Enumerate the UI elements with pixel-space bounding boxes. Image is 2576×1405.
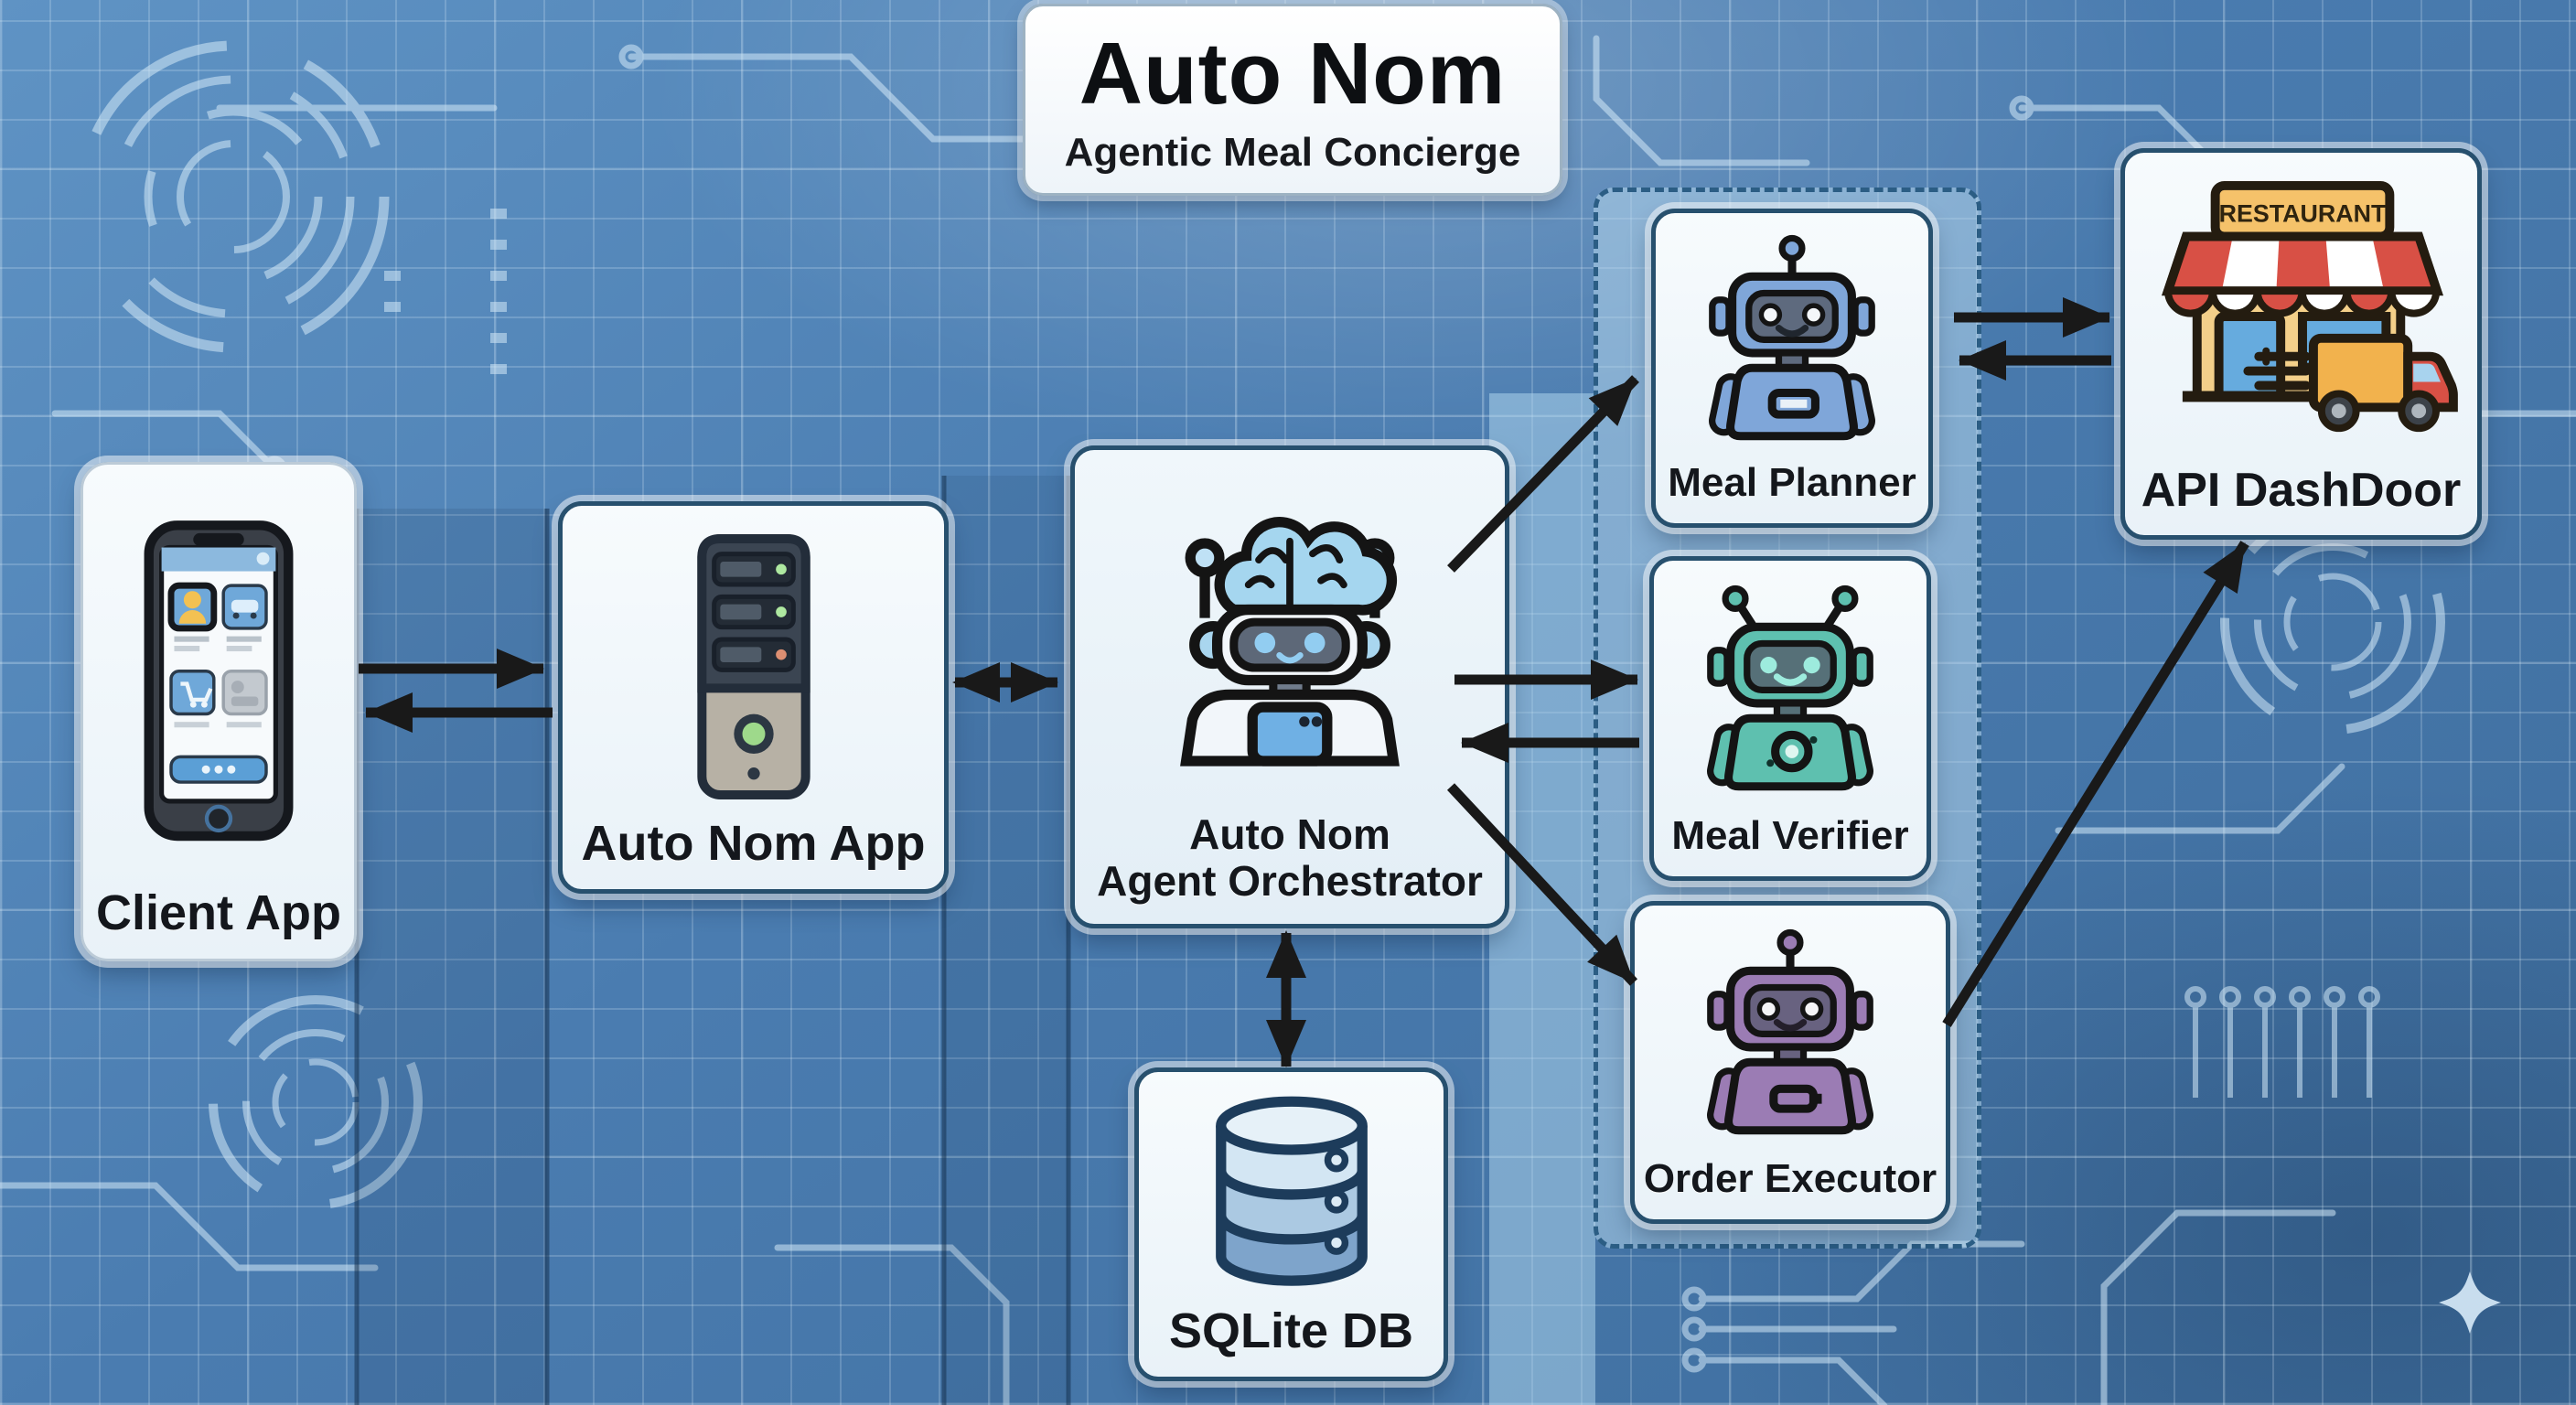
node-label: SQLite DB [1168, 1303, 1414, 1358]
arrow-orchestrator-to-executor [1446, 783, 1638, 986]
node-label: Auto Nom App [581, 815, 926, 871]
node-label: Meal Verifier [1671, 812, 1909, 858]
robot-icon [1692, 213, 1892, 460]
chip-pads-decoration [384, 209, 507, 374]
node-label: Order Executor [1643, 1155, 1937, 1201]
node-label-line2: Agent Orchestrator [1097, 857, 1483, 906]
node-order-executor: Order Executor [1630, 901, 1950, 1224]
diagram-title-box: Auto Nom Agentic Meal Concierge [1023, 4, 1562, 196]
node-api-dashdoor: RESTAURANT [2120, 148, 2482, 540]
pin-header-decoration [2184, 986, 2380, 1098]
sparkle-icon [2439, 1271, 2501, 1334]
node-label: Client App [96, 885, 341, 940]
node-meal-planner: Meal Planner [1651, 209, 1933, 528]
restaurant-sign-text: RESTAURANT [2218, 200, 2386, 228]
node-label: Meal Planner [1668, 459, 1916, 505]
node-autonom-app: Auto Nom App [558, 501, 949, 894]
restaurant-delivery-icon: RESTAURANT [2142, 153, 2461, 464]
server-icon [662, 506, 845, 816]
concentric-circles-decoration [77, 40, 2445, 1209]
node-meal-verifier: Meal Verifier [1649, 556, 1931, 881]
page-subtitle: Agentic Meal Concierge [1064, 130, 1521, 175]
robot-icon [1690, 906, 1890, 1156]
node-label: API DashDoor [2141, 463, 2462, 517]
arrow-orchestrator-to-planner [1447, 375, 1639, 573]
node-label-line1: Auto Nom [1189, 810, 1390, 858]
node-client-app: Client App [80, 462, 357, 961]
node-agent-orchestrator: Auto Nom Agent Orchestrator [1070, 445, 1509, 928]
node-label: Auto Nom Agent Orchestrator [1089, 810, 1490, 924]
node-sqlite-db: SQLite DB [1134, 1067, 1448, 1381]
robot-icon [1690, 561, 1890, 813]
robot-brain-icon [1134, 450, 1445, 811]
database-cylinder-icon [1188, 1072, 1395, 1303]
page-title: Auto Nom [1079, 25, 1507, 123]
smartphone-icon [123, 465, 314, 885]
arrow-executor-to-dashdoor [1942, 541, 2249, 1027]
